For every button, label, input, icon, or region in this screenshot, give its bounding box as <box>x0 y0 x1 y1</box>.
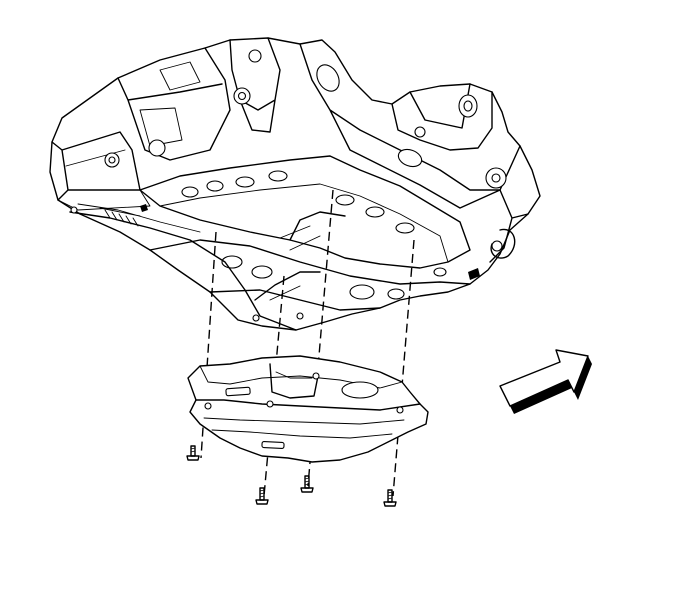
bolt <box>383 489 397 507</box>
rail-hatch <box>104 209 139 227</box>
alignment-line <box>263 275 285 497</box>
center-brace <box>254 211 346 301</box>
bolt <box>300 475 314 493</box>
hook-hole <box>491 240 503 252</box>
bolt <box>186 445 200 461</box>
tower-mount-center <box>463 100 473 112</box>
front-crossmember <box>139 155 471 269</box>
shield-inner-edge <box>195 399 421 411</box>
bolt-thread <box>304 477 310 486</box>
underbody-shield <box>187 355 429 463</box>
left-rail-edge <box>57 149 151 211</box>
shield-ribs <box>203 417 405 439</box>
crossmember-hole <box>365 206 385 218</box>
crossmember-hole <box>206 180 224 192</box>
right-end <box>489 189 529 263</box>
crossmember-hole <box>395 222 415 234</box>
lower-hole <box>433 267 447 277</box>
shield-bolt-hole <box>266 400 274 408</box>
bolt-shank <box>387 489 393 503</box>
bracket-hole-center <box>237 91 247 101</box>
shield-slot <box>261 440 285 450</box>
alignment-line <box>307 189 334 487</box>
shield-slot <box>225 386 251 397</box>
lower-hole <box>349 284 375 300</box>
bolt-shank <box>304 475 310 489</box>
bolt-thread <box>387 491 393 500</box>
rail-slot <box>397 148 423 168</box>
tower-hole <box>148 139 166 157</box>
crossmember-hole <box>181 186 199 198</box>
shield-bolt-hole <box>396 406 404 414</box>
rail-slot <box>316 64 340 92</box>
crossmember-hole <box>335 194 355 206</box>
rail-rivet <box>296 312 304 320</box>
bolt-shank <box>190 445 196 457</box>
bolt <box>255 487 269 505</box>
shield-opening <box>341 381 379 399</box>
center-bracket <box>229 37 281 133</box>
bracket-hole-top <box>248 49 262 63</box>
right-rail <box>299 43 521 209</box>
alignment-line <box>392 239 415 497</box>
crossmember-inner <box>159 183 449 263</box>
left-rail-end <box>51 131 141 201</box>
rail-rivet <box>70 206 78 214</box>
subframe <box>49 37 541 331</box>
right-hook <box>490 228 516 259</box>
shield-outline <box>187 355 429 463</box>
mount-hole-center <box>108 156 116 164</box>
bolt-thread <box>259 489 265 498</box>
lower-crossmember <box>149 239 471 311</box>
shield-bolt-hole <box>312 372 320 380</box>
crossmember-hole <box>235 176 255 188</box>
subframe-outline <box>49 37 541 331</box>
rail-rivet <box>252 314 260 322</box>
lower-hole <box>251 265 273 279</box>
shield-recess <box>269 363 319 399</box>
lower-hole <box>387 288 405 300</box>
front-arrow-icon <box>499 349 592 414</box>
left-tower-detail <box>139 61 201 147</box>
bolt-shank <box>259 487 265 501</box>
tower-hole <box>414 126 426 138</box>
shield-recess-floor <box>275 371 313 379</box>
shield-bolt-hole <box>204 402 212 410</box>
bolt-thread <box>190 447 196 453</box>
rail-hole-center <box>491 173 501 183</box>
left-tower <box>117 47 231 161</box>
center-brace-detail <box>269 225 321 301</box>
crossmember-hole <box>268 170 288 182</box>
front-lower-rail-edge <box>77 203 201 233</box>
